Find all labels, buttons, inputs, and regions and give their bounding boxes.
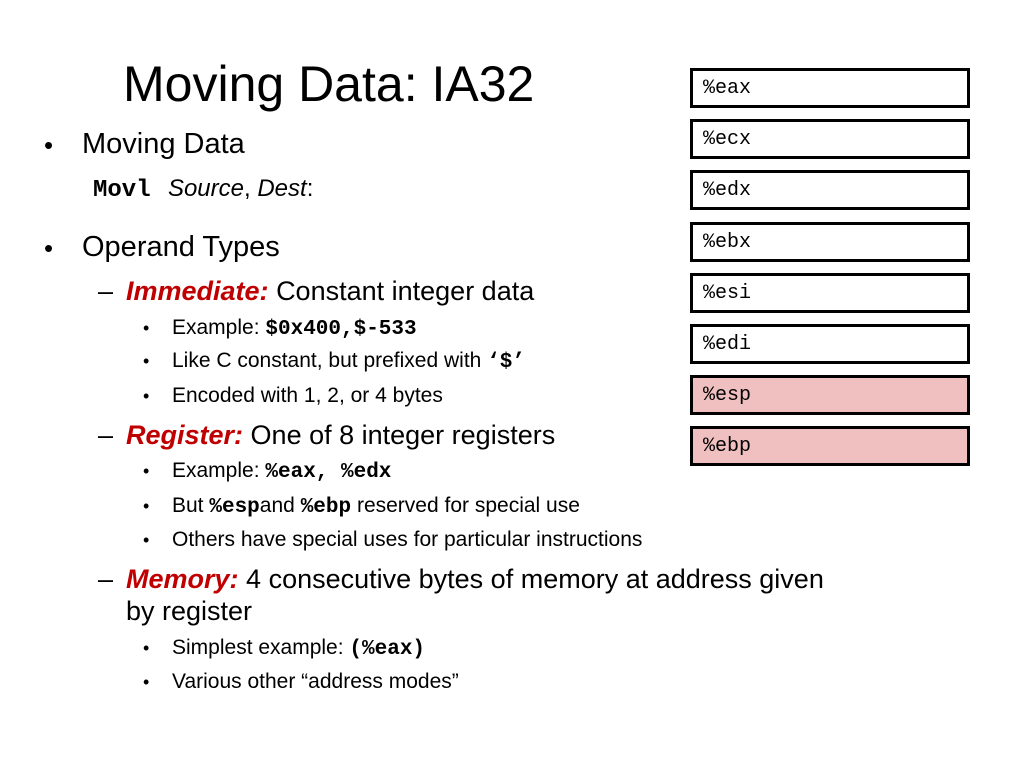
register-box-esp: %esp bbox=[690, 375, 970, 415]
bullet-dot: • bbox=[143, 318, 150, 338]
register-desc: One of 8 integer registers bbox=[250, 420, 556, 450]
movl-syntax-line: Movl Source, Dest: bbox=[93, 173, 313, 207]
register-box-ecx: %ecx bbox=[690, 119, 970, 159]
immediate-example-code: $0x400,$-533 bbox=[265, 318, 417, 341]
bullet-dot: • bbox=[143, 496, 150, 516]
movl-colon: : bbox=[306, 175, 314, 202]
register-example-label: Example: bbox=[172, 459, 260, 482]
register-line: Register: One of 8 integer registers bbox=[126, 419, 555, 451]
memory-term: Memory: bbox=[126, 564, 239, 594]
bullet-dot: • bbox=[143, 672, 150, 692]
memory-desc-line2: by register bbox=[126, 596, 253, 626]
memory-simplest: Simplest example: (%eax) bbox=[172, 635, 425, 663]
movl-comma: , bbox=[244, 175, 251, 202]
immediate-term: Immediate: bbox=[126, 276, 269, 306]
register-box-ebx: %ebx bbox=[690, 222, 970, 262]
slide-title: Moving Data: IA32 bbox=[123, 56, 535, 112]
bullet-dot: • bbox=[143, 386, 150, 406]
immediate-example-label: Example: bbox=[172, 316, 260, 339]
register-box-edi: %edi bbox=[690, 324, 970, 364]
bullet-dot: • bbox=[143, 638, 150, 658]
sub-bullet-dash: – bbox=[98, 564, 114, 594]
immediate-like-text: Like C constant, but prefixed with bbox=[172, 349, 482, 372]
bullet-dot: • bbox=[44, 130, 54, 160]
bullet-operand-types: Operand Types bbox=[82, 231, 280, 263]
register-others: Others have special uses for particular … bbox=[172, 528, 643, 551]
immediate-line: Immediate: Constant integer data bbox=[126, 275, 534, 307]
register-but-label: But bbox=[172, 494, 204, 517]
register-box-edx: %edx bbox=[690, 170, 970, 210]
immediate-like-c: Like C constant, but prefixed with ‘$’ bbox=[172, 348, 525, 376]
register-box-ebp: %ebp bbox=[690, 426, 970, 466]
bullet-dot: • bbox=[44, 233, 54, 263]
memory-simplest-code: (%eax) bbox=[349, 638, 426, 661]
register-but-reserved: But %espand %ebp reserved for special us… bbox=[172, 493, 580, 521]
register-but-esp: %esp bbox=[209, 496, 260, 519]
register-but-ebp: %ebp bbox=[300, 496, 352, 519]
register-box-eax: %eax bbox=[690, 68, 970, 108]
immediate-desc: Constant integer data bbox=[276, 276, 535, 306]
memory-various: Various other “address modes” bbox=[172, 670, 459, 693]
bullet-dot: • bbox=[143, 461, 150, 481]
memory-line: Memory: 4 consecutive bytes of memory at… bbox=[126, 563, 824, 595]
register-but-rest: reserved for special use bbox=[356, 494, 580, 517]
register-example-code: %eax, %edx bbox=[265, 461, 392, 484]
sub-bullet-dash: – bbox=[98, 276, 114, 306]
memory-desc-line1: 4 consecutive bytes of memory at address… bbox=[246, 564, 824, 594]
movl-dest: Dest bbox=[257, 175, 307, 202]
memory-simplest-label: Simplest example: bbox=[172, 636, 344, 659]
register-example: Example: %eax, %edx bbox=[172, 458, 391, 486]
register-but-and: and bbox=[259, 494, 295, 517]
sub-bullet-dash: – bbox=[98, 420, 114, 450]
immediate-like-code: ‘$’ bbox=[487, 351, 525, 374]
bullet-dot: • bbox=[143, 351, 150, 371]
immediate-example: Example: $0x400,$-533 bbox=[172, 315, 417, 343]
movl-mnemonic: Movl bbox=[93, 177, 151, 204]
register-term: Register: bbox=[126, 420, 244, 450]
immediate-encoded: Encoded with 1, 2, or 4 bytes bbox=[172, 384, 443, 407]
register-box-esi: %esi bbox=[690, 273, 970, 313]
bullet-moving-data: Moving Data bbox=[82, 128, 245, 160]
bullet-dot: • bbox=[143, 530, 150, 550]
movl-source: Source bbox=[167, 175, 244, 202]
